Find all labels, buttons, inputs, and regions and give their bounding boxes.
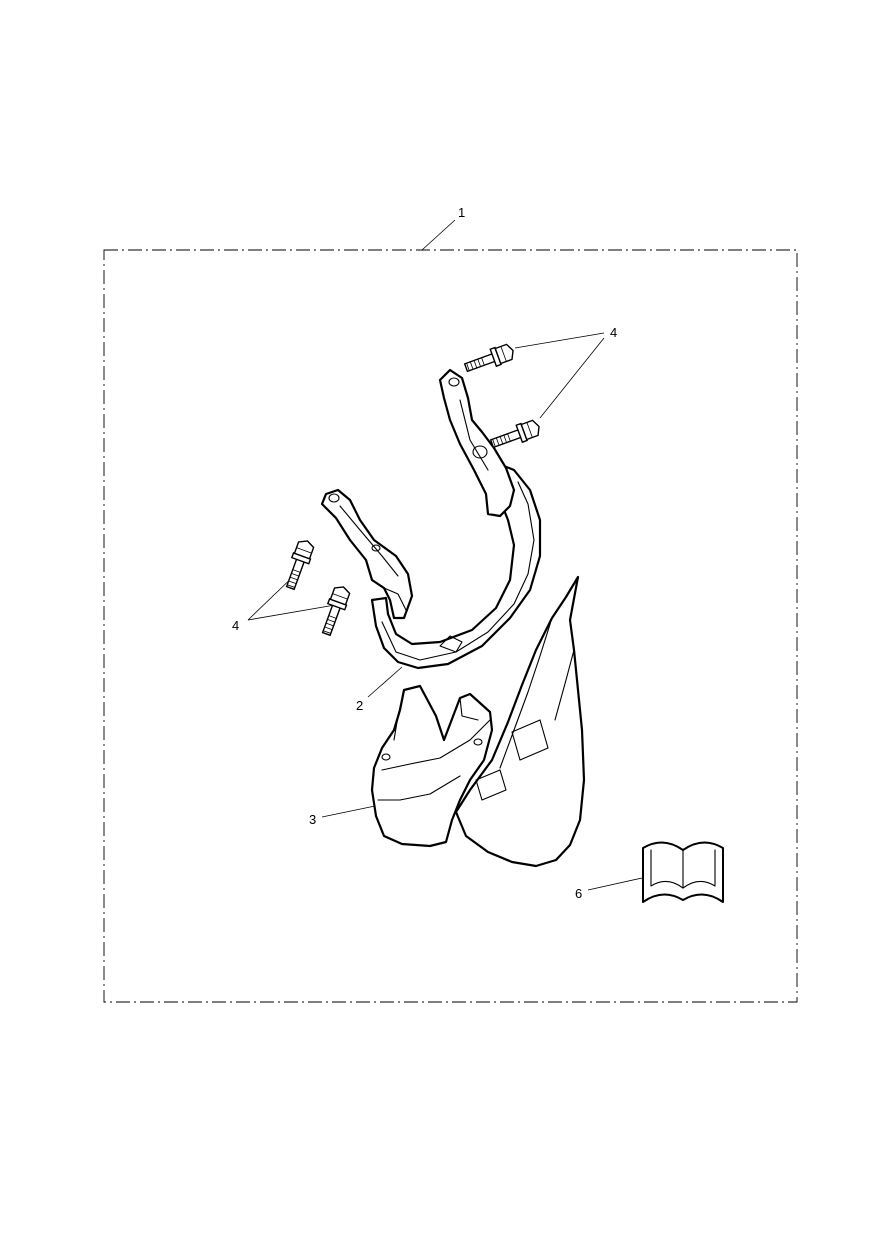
bracket-part[interactable] <box>320 368 542 670</box>
callout-4-upper[interactable]: 4 <box>514 325 617 419</box>
bolt-icon[interactable] <box>282 538 316 591</box>
book-icon[interactable] <box>642 841 724 903</box>
callout-2[interactable]: 2 <box>356 666 403 713</box>
callout-1[interactable]: 1 <box>421 205 465 251</box>
bolt-icon[interactable] <box>318 584 352 637</box>
callout-6[interactable]: 6 <box>575 877 643 901</box>
bolt-icon[interactable] <box>489 418 542 452</box>
callout-2-label: 2 <box>356 698 363 713</box>
hugger-part[interactable] <box>370 575 586 868</box>
callout-3-label: 3 <box>309 812 316 827</box>
callout-4-lower-label: 4 <box>232 618 239 633</box>
callout-4-lower[interactable]: 4 <box>232 569 336 633</box>
callout-6-label: 6 <box>575 886 582 901</box>
callout-1-label: 1 <box>458 205 465 220</box>
callout-3[interactable]: 3 <box>309 805 376 827</box>
bolt-icon[interactable] <box>463 342 516 376</box>
kit-boundary <box>103 249 798 1003</box>
callout-4-upper-label: 4 <box>610 325 617 340</box>
